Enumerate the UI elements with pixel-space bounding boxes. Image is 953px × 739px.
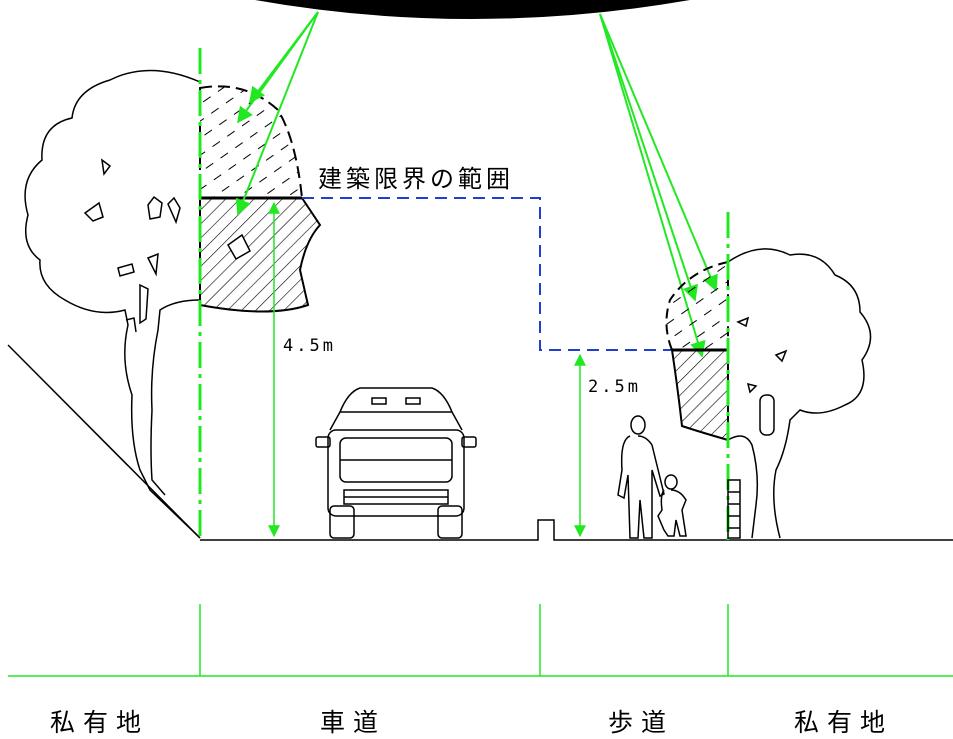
clearance-envelope <box>302 197 672 351</box>
left-tree <box>24 69 201 539</box>
left-crown-dense <box>199 197 322 313</box>
sidewalk-height-label: 2.5m <box>588 377 641 397</box>
callout-ellipse <box>255 0 690 19</box>
ground-line <box>200 519 953 541</box>
right-tree <box>727 248 872 539</box>
clearance-title: 建築限界の範囲 <box>316 159 516 194</box>
right-crown-dense <box>670 349 729 442</box>
callout-arrow-4 <box>599 13 718 292</box>
pedestrians <box>617 415 687 539</box>
zone-dividers <box>8 604 953 677</box>
callout-arrow-3 <box>249 11 319 104</box>
right-crown-sparse <box>665 260 729 351</box>
zone-label-sidewalk: 歩道 <box>608 708 675 737</box>
van <box>315 387 477 539</box>
zone-label-roadway: 車道 <box>320 708 387 737</box>
fence-post <box>727 479 741 539</box>
zone-label-private-left: 私有地 <box>50 708 150 737</box>
callout-arrow-2 <box>235 11 319 216</box>
left-crown-hole <box>227 233 251 261</box>
callout-arrow-5 <box>599 13 699 302</box>
roadway-height-label: 4.5m <box>283 336 336 356</box>
zone-label-private-right: 私有地 <box>794 708 894 737</box>
embankment-line <box>7 344 201 539</box>
